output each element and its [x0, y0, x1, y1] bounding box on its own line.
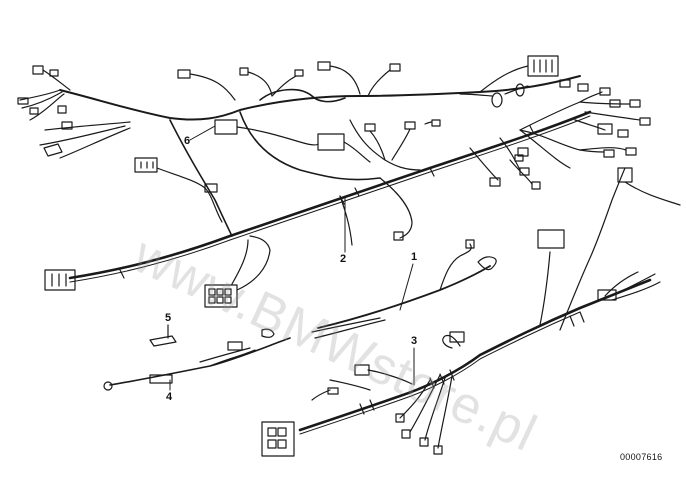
callout-leaders [169, 125, 415, 391]
harness-part-1 [311, 239, 497, 339]
callout-label-3: 3 [411, 335, 418, 347]
callout-label-2: 2 [340, 253, 347, 265]
harness-part-4 [103, 328, 291, 391]
callout-label-1: 1 [411, 251, 418, 263]
diagram-reference-number: 00007616 [620, 452, 663, 462]
harness-part-3 [261, 167, 681, 457]
callout-label-4: 4 [166, 391, 173, 403]
main-harness [17, 55, 651, 308]
callout-label-6: 6 [184, 135, 191, 147]
fuse-holder-part-5 [149, 324, 177, 347]
callout-label-5: 5 [165, 312, 172, 324]
